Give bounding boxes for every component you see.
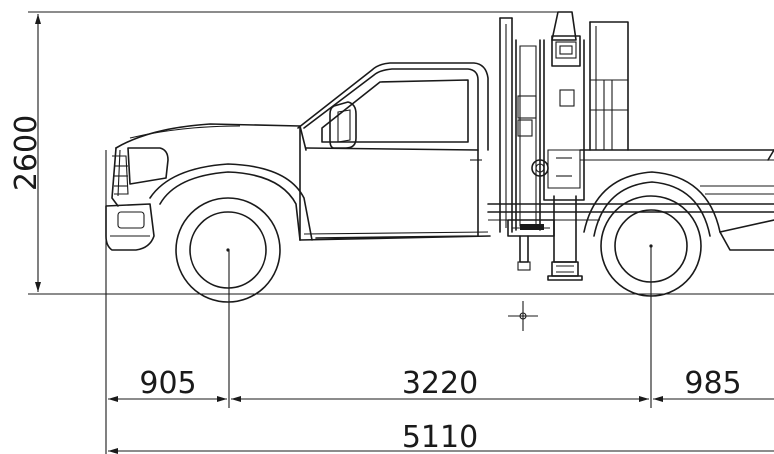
height-dimension-label: 2600 bbox=[9, 115, 44, 191]
overall-length-label: 5110 bbox=[402, 420, 478, 454]
rear-wheel bbox=[600, 195, 702, 297]
front-overhang-label: 905 bbox=[139, 366, 196, 401]
wheelbase-label: 3220 bbox=[402, 366, 478, 401]
front-wheel bbox=[175, 197, 281, 303]
dimension-lines bbox=[28, 11, 774, 454]
rear-overhang-label: 985 bbox=[684, 366, 741, 401]
crane-column bbox=[499, 11, 629, 281]
truck-cab bbox=[105, 62, 491, 251]
